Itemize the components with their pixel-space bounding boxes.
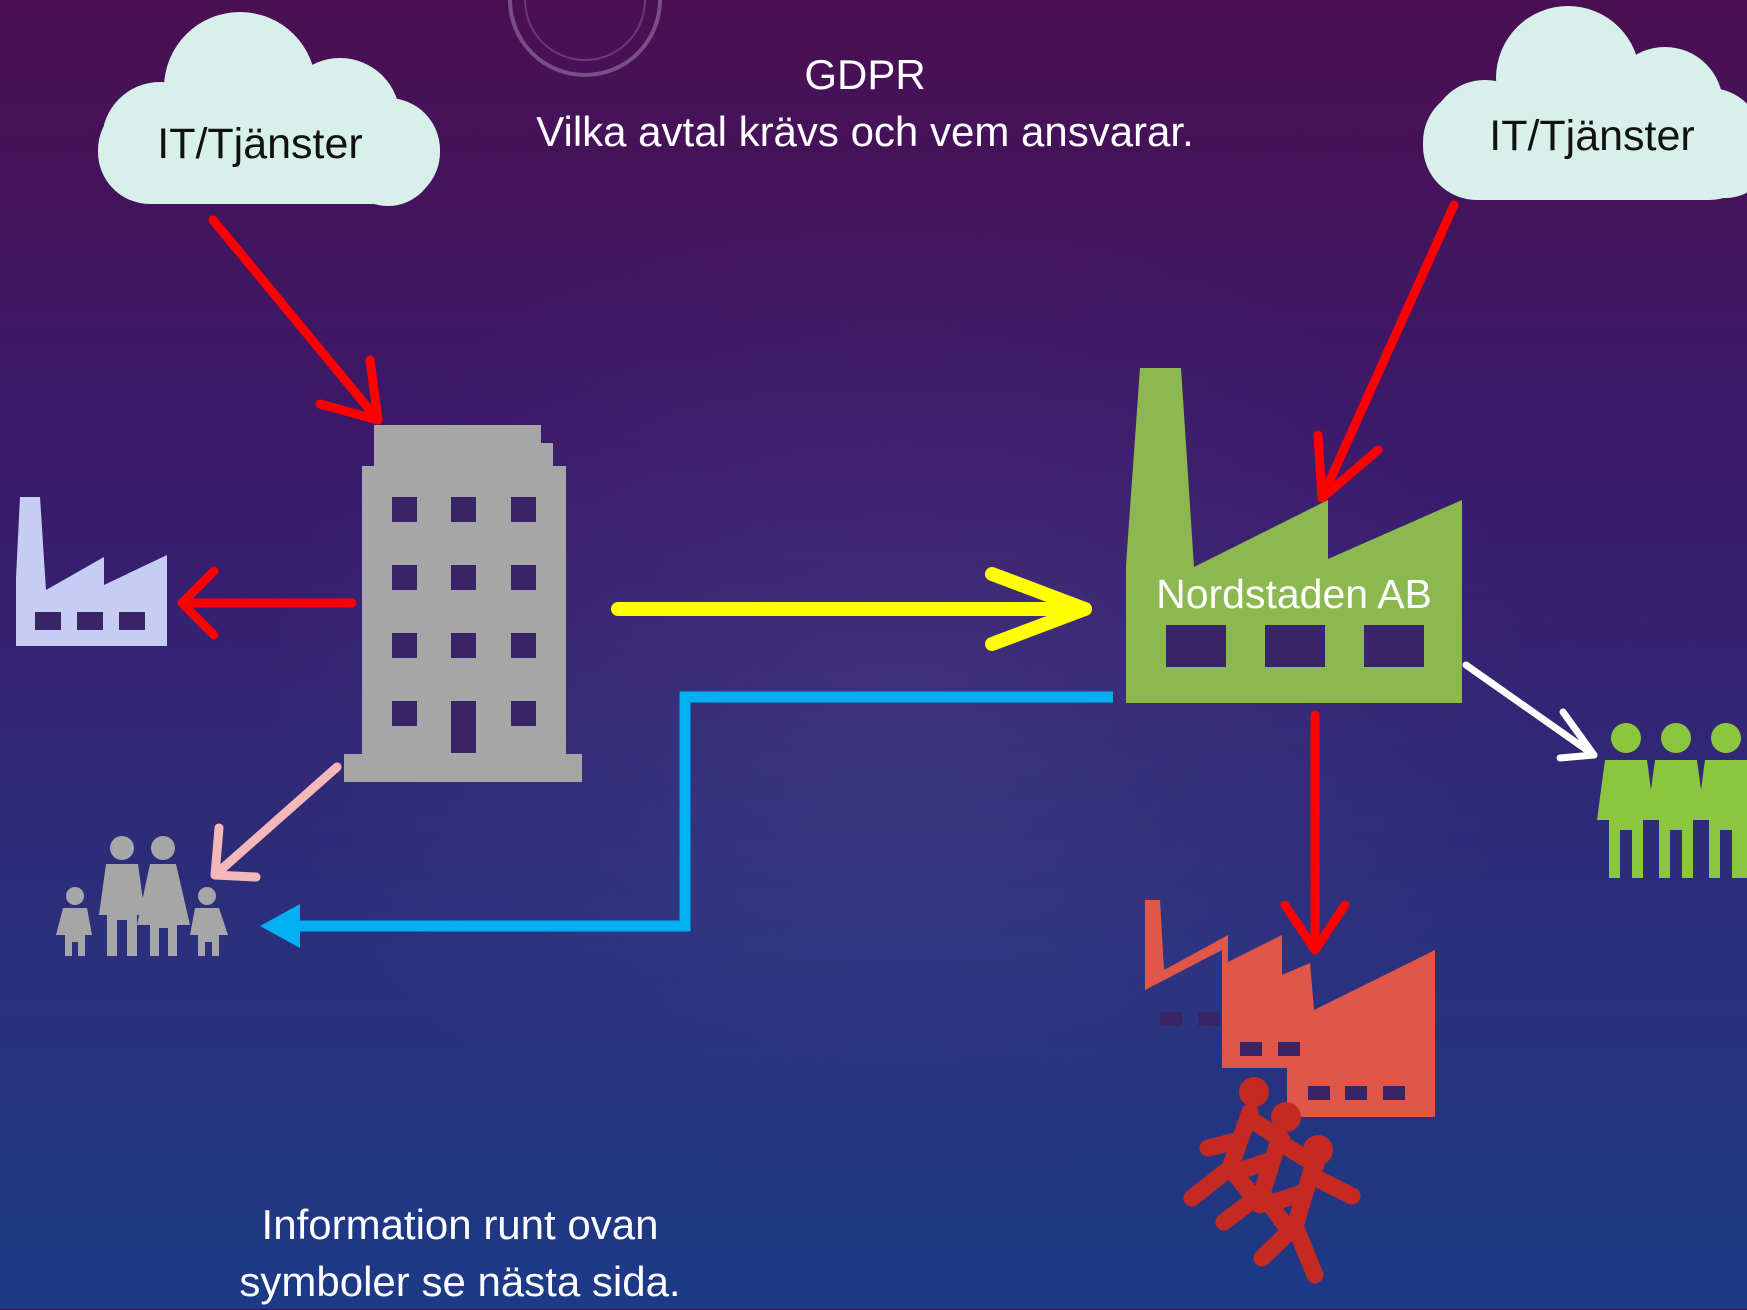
footer-line-2: symboler se nästa sida. [239, 1258, 681, 1305]
arrow-cloud-to-building [208, 215, 383, 425]
cloud-icon [98, 12, 440, 206]
family-icon [56, 836, 228, 956]
arrow-building-to-factory [611, 567, 1092, 651]
arrow-building-to-small-factory [177, 566, 357, 640]
people-group-icon [1597, 723, 1747, 878]
office-building-icon [344, 425, 582, 782]
decorative-circle [508, 0, 662, 77]
main-factory-icon [1126, 368, 1462, 703]
arrow-factory-to-family [260, 691, 1113, 948]
title-line-1: GDPR [804, 51, 926, 98]
main-factory-label: Nordstaden AB [1156, 571, 1432, 617]
small-factory-icon [16, 497, 167, 646]
arrow-cloud-to-factory [1313, 200, 1459, 503]
running-people-icon [1183, 1077, 1361, 1284]
cloud-label-left: IT/Tjänster [157, 120, 363, 168]
arrow-factory-to-group [1462, 661, 1598, 762]
arrow-building-to-family [210, 762, 342, 882]
footer-note: Information runt ovan symboler se nästa … [200, 1196, 720, 1310]
arrow-factory-to-partners [1280, 710, 1350, 955]
title-line-2: Vilka avtal krävs och vem ansvarar. [536, 108, 1194, 155]
cloud-label-right: IT/Tjänster [1489, 112, 1695, 160]
page-title: GDPR Vilka avtal krävs och vem ansvarar. [430, 46, 1300, 160]
footer-line-1: Information runt ovan [261, 1201, 659, 1248]
cloud-icon [1423, 6, 1747, 200]
partner-factories-icon [1145, 900, 1435, 1117]
